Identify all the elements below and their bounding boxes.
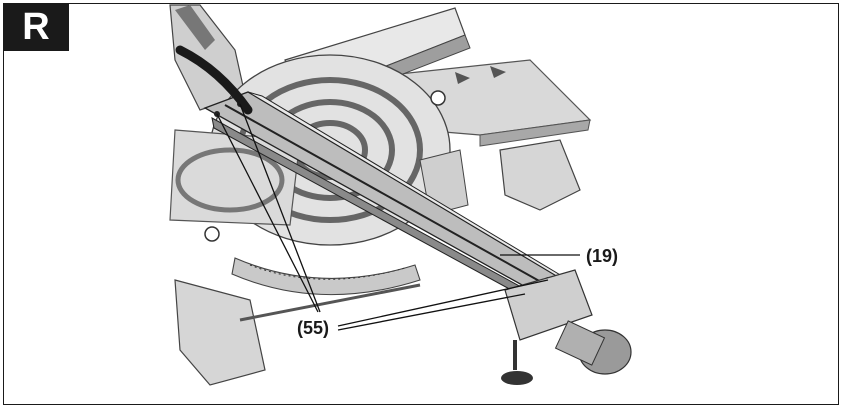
base-scale: [231, 257, 421, 296]
leader-line-55-c: [337, 279, 549, 327]
power-cord: [175, 45, 253, 115]
figure-label-badge: R: [3, 3, 69, 51]
callout-55: (55): [297, 318, 330, 338]
base-right-foot: [499, 139, 581, 211]
figure-label: R: [22, 5, 50, 48]
callout-19: (19): [586, 246, 619, 266]
foot-knob: [501, 371, 533, 385]
base-left-foot: [174, 279, 266, 386]
leader-line-55-b: [239, 103, 321, 313]
leader-line-55-a: [216, 113, 319, 313]
leader-line-55-d: [337, 293, 526, 331]
